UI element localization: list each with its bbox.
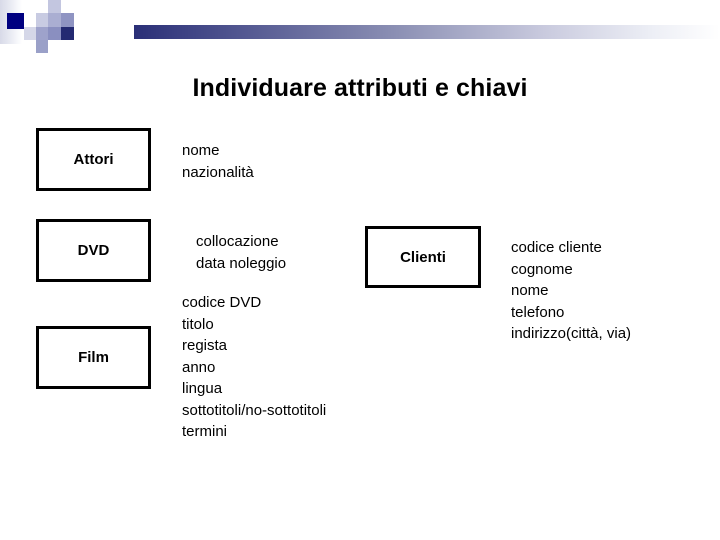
- attribute-item: codice cliente: [511, 239, 602, 256]
- attribute-item: codice DVD: [182, 294, 262, 311]
- header-square-tile: [61, 27, 74, 40]
- entity-box-film: Film: [36, 326, 151, 389]
- attribute-list-clienti: codice cliente cognome nome telefono indiriz…: [511, 237, 631, 345]
- header-square-tile: [61, 0, 74, 13]
- attribute-item: cognome: [511, 260, 573, 278]
- header-square-tile: [48, 13, 61, 27]
- attribute-list-film: codice DVD titolo regista anno lingua sottoti…: [182, 292, 326, 443]
- header-square-tile: [24, 0, 36, 12]
- entity-label: DVD: [77, 242, 110, 259]
- header-accent-square: [7, 13, 24, 29]
- attribute-item: sottotitoli/no-sottotitoli: [182, 401, 327, 419]
- attribute-list-attori: nome nazionalità: [182, 140, 254, 183]
- header-square-tile: [61, 13, 74, 27]
- entity-box-attori: Attori: [36, 128, 151, 191]
- entity-label: Attori: [73, 151, 114, 168]
- attribute-item: termini: [182, 423, 228, 440]
- entity-box-clienti: Clienti: [365, 226, 481, 288]
- attribute-item: nome: [511, 282, 549, 299]
- entity-box-dvd: DVD: [36, 219, 151, 282]
- header-square-tile: [24, 13, 36, 27]
- attribute-item: nome: [182, 142, 220, 159]
- attribute-item: lingua: [182, 380, 223, 397]
- attribute-item: anno: [182, 358, 216, 376]
- header-square-tile: [36, 13, 48, 27]
- entity-label: Clienti: [400, 248, 446, 266]
- header-square-tile: [36, 40, 48, 53]
- header-square-tile: [36, 0, 48, 13]
- attribute-list-dvd: collocazione data noleggio: [196, 231, 286, 274]
- page-title: Individuare attributi e chiavi: [192, 74, 528, 102]
- attribute-item: collocazione: [196, 233, 279, 250]
- entity-label: Film: [78, 349, 109, 366]
- header-square-tile: [36, 27, 48, 40]
- attribute-item: telefono: [511, 303, 565, 321]
- attribute-item: indirizzo(città, via): [511, 325, 632, 342]
- header-square-tile: [48, 27, 61, 40]
- slide-header-decoration: [0, 0, 720, 53]
- attribute-item: titolo: [182, 315, 214, 333]
- header-square-tile: [24, 27, 36, 40]
- header-square-tile: [48, 0, 61, 13]
- attribute-item: regista: [182, 337, 228, 354]
- attribute-item: nazionalità: [182, 163, 254, 181]
- attribute-item: data noleggio: [196, 254, 287, 272]
- header-gradient-bar: [134, 25, 720, 39]
